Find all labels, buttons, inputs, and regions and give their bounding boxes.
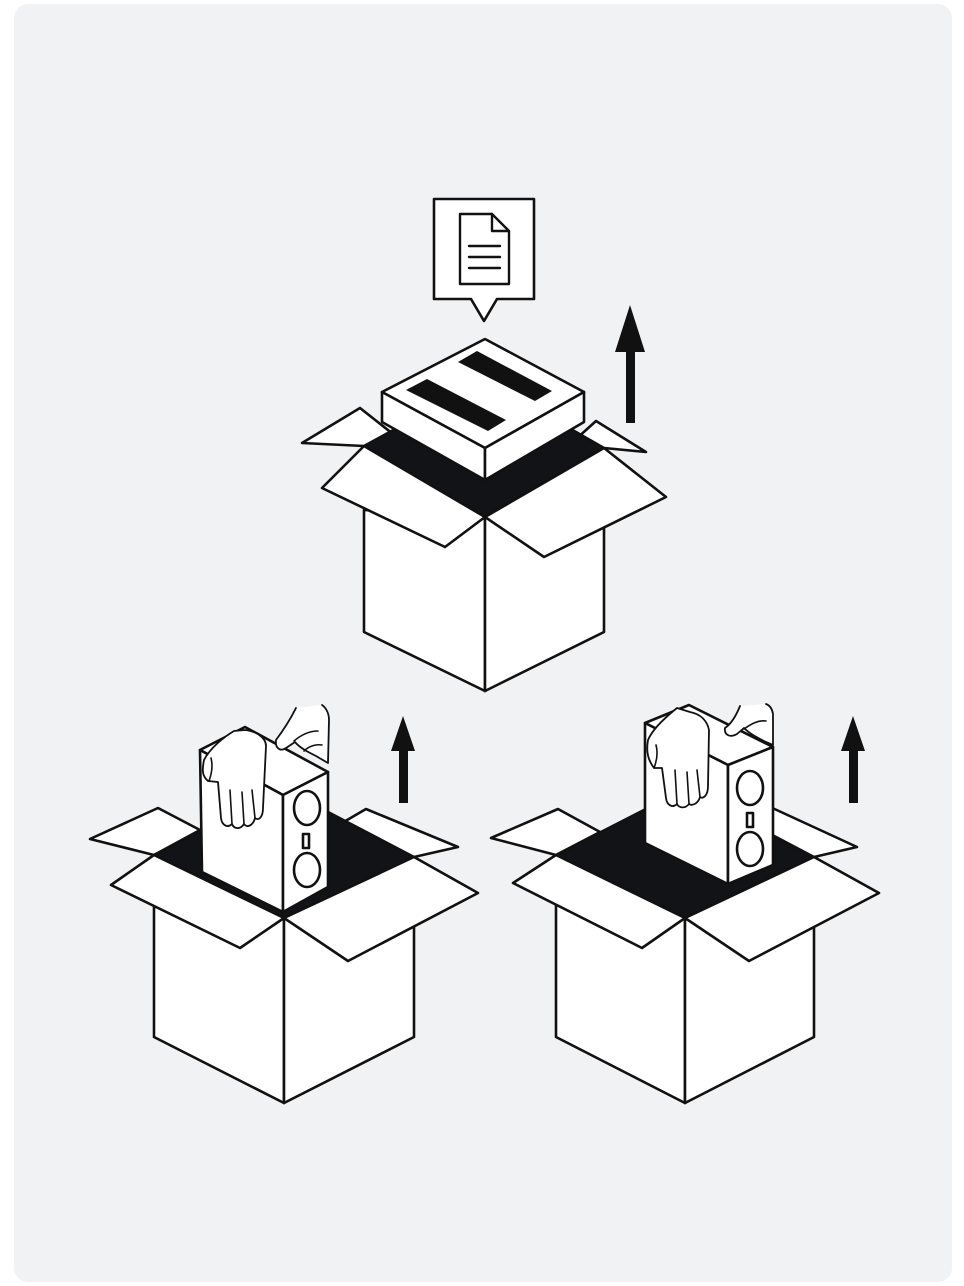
document-callout-bubble [434,199,534,321]
speaker-left-woofer-bottom [294,853,320,887]
speaker-left-tweeter [303,834,309,848]
arrow-up-icon [615,305,645,423]
speaker-left-woofer-top [294,791,320,825]
speaker-right-woofer-top [737,771,763,805]
document-callout [434,199,534,321]
arrow-up-icon [391,716,415,803]
speaker-right-woofer-bottom [737,832,763,866]
arrow-up-icon [841,716,865,803]
speaker-right-tweeter [747,813,753,827]
